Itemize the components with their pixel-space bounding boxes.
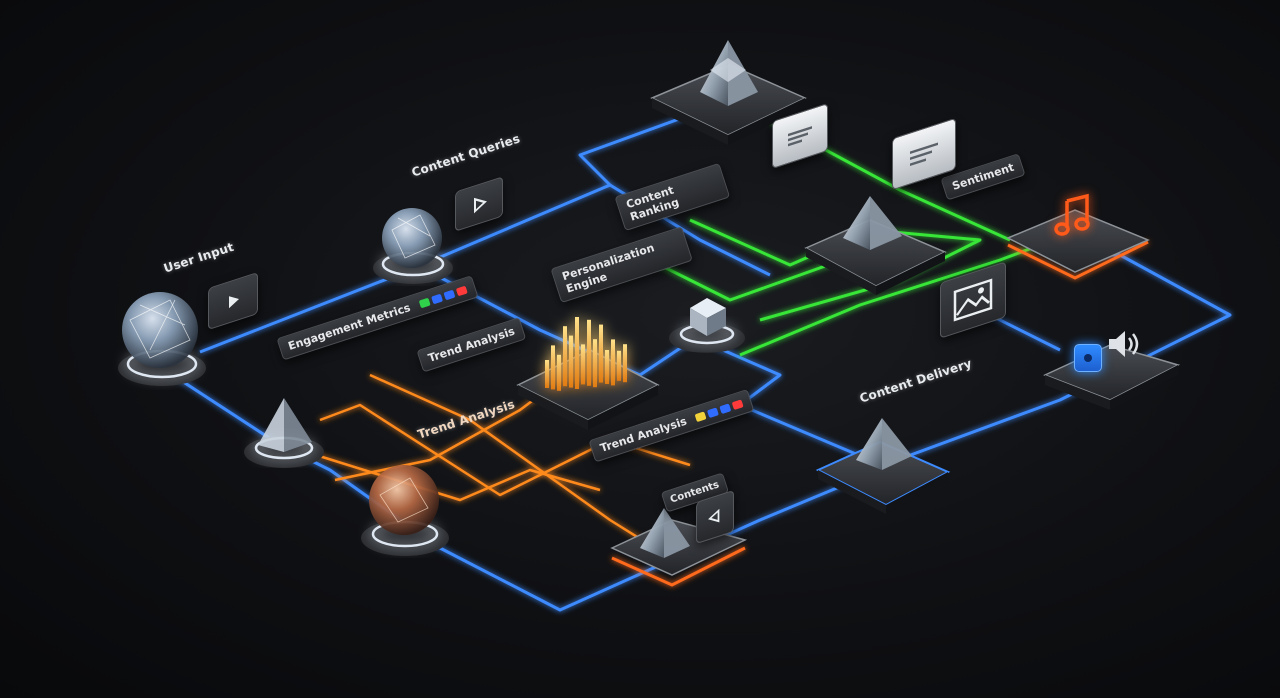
blue-line-delivery xyxy=(699,338,871,462)
engine-bar xyxy=(593,339,597,388)
speaker-platform xyxy=(1043,344,1181,410)
engine-bar xyxy=(563,326,567,387)
engine-bar xyxy=(557,354,561,391)
chip-blue-3 xyxy=(707,407,720,419)
green-line-cross xyxy=(639,248,871,302)
engine-bar xyxy=(545,360,549,388)
music-platform xyxy=(1006,209,1150,273)
engine-bar xyxy=(617,350,621,381)
chat-bubble-icon xyxy=(772,102,828,170)
engine-bar xyxy=(569,335,573,388)
trend-pyramid xyxy=(258,398,312,452)
queries-sphere xyxy=(382,208,442,268)
engine-bar xyxy=(611,339,615,386)
center-crystal xyxy=(843,196,902,250)
blue-line-userinput-down xyxy=(164,368,881,612)
engine-bar xyxy=(587,319,591,386)
blue-line-right-loop xyxy=(869,253,1232,472)
engine-bar xyxy=(605,350,609,384)
contents-play-icon xyxy=(696,489,734,545)
engine-bar xyxy=(551,345,555,390)
orange-platform-trim xyxy=(611,240,1149,587)
chat-bubble-icon-2 xyxy=(892,117,956,191)
chip-yellow xyxy=(694,411,707,423)
play-outline-icon xyxy=(455,176,503,232)
engine-bar xyxy=(623,344,627,383)
chip-blue-1 xyxy=(430,293,443,305)
engine-bar-chart xyxy=(545,317,627,391)
delivery-crystal xyxy=(856,418,912,470)
glass-objects xyxy=(122,40,912,558)
speaker-icon xyxy=(1104,324,1144,364)
chip-green xyxy=(418,297,431,309)
user-input-sphere xyxy=(122,292,198,368)
blue-record-icon xyxy=(1074,344,1102,372)
engine-bar xyxy=(575,317,579,389)
contents-platform-trim xyxy=(611,546,746,587)
delivery-platform xyxy=(815,440,951,514)
chip-red-2 xyxy=(731,399,744,411)
orange-line-d xyxy=(299,448,601,502)
contents-crystal xyxy=(640,508,690,558)
music-note-icon xyxy=(1050,190,1096,240)
image-icon xyxy=(940,261,1006,339)
top-crystal xyxy=(700,40,758,106)
orange-line-c xyxy=(369,373,651,547)
chip-red xyxy=(455,285,468,297)
music-platform-trim xyxy=(1007,240,1149,280)
chip-blue-4 xyxy=(719,403,732,415)
engine-bar xyxy=(599,324,603,383)
blue-line-userinput-queries xyxy=(199,113,691,354)
engine-bar xyxy=(581,344,585,385)
chip-blue-2 xyxy=(443,289,456,301)
orange-sphere xyxy=(369,465,439,535)
glass-cube xyxy=(690,298,726,336)
play-icon xyxy=(208,271,258,331)
